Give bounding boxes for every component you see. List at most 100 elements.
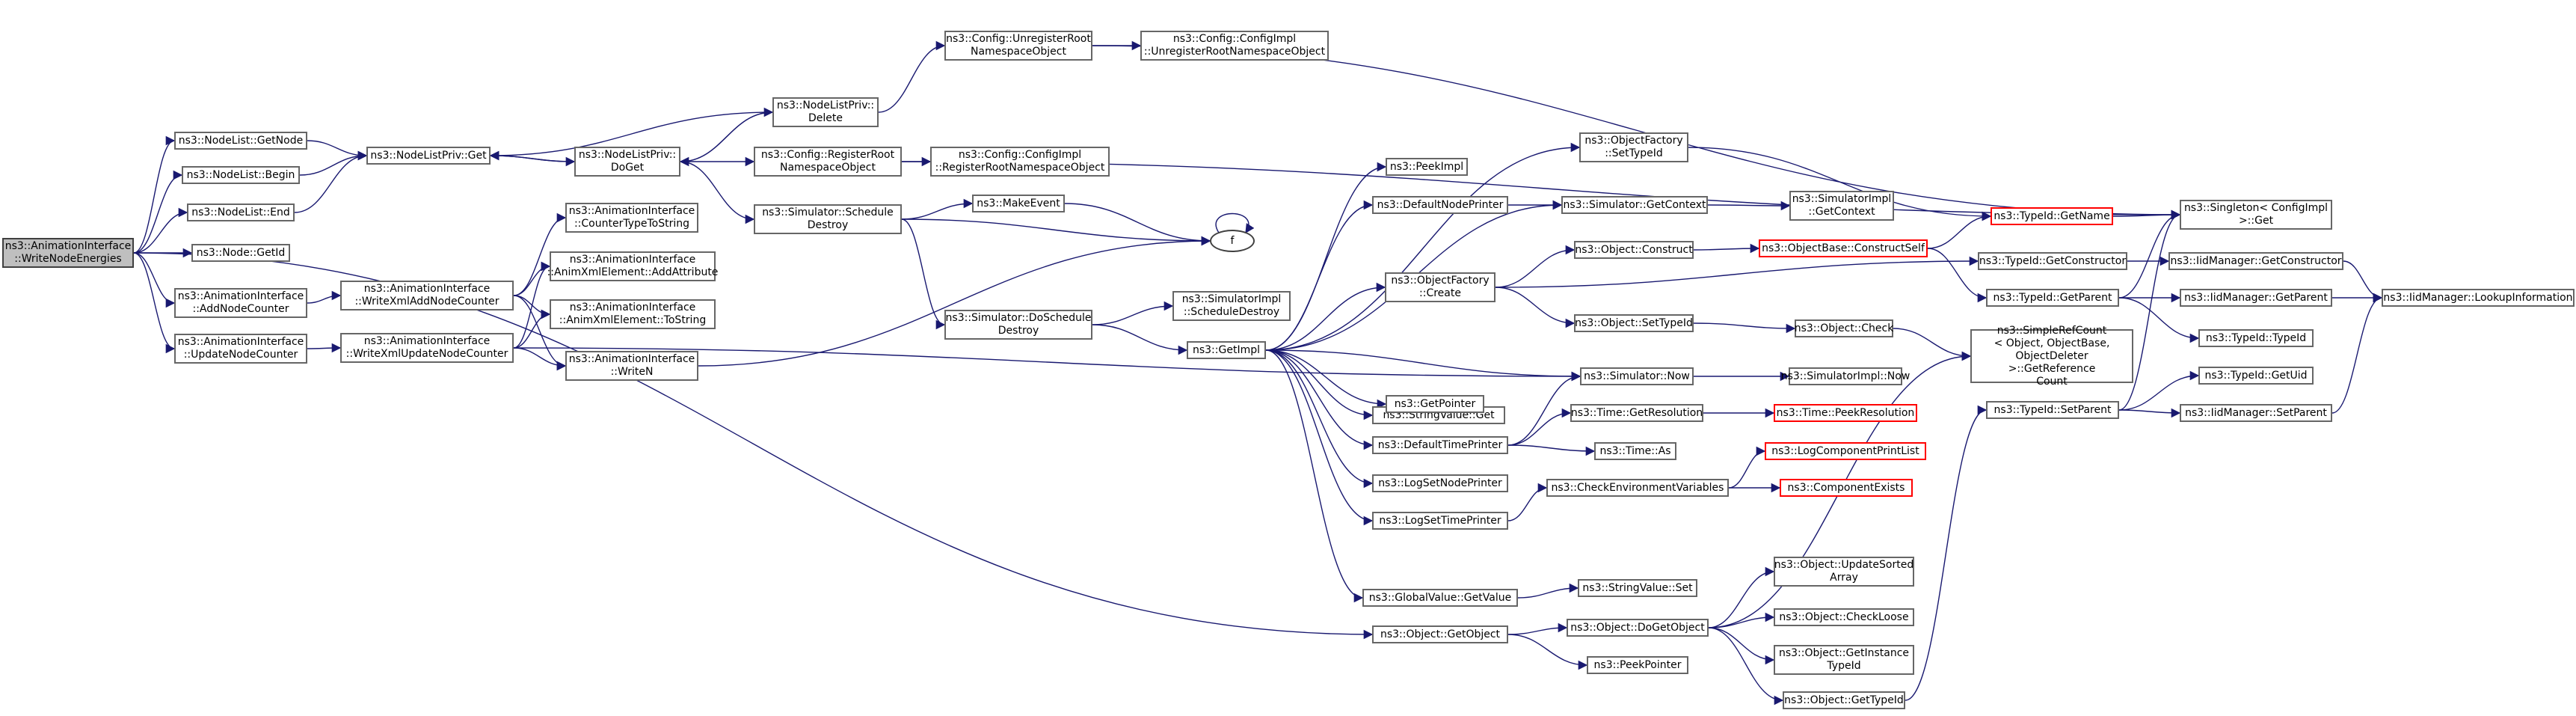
node-compexists[interactable]: ns3::ComponentExists (1780, 479, 1913, 497)
edge-ai-writen-to-f (698, 236, 1211, 367)
node-node-getid[interactable]: ns3::Node::GetId (191, 244, 290, 262)
node-ai-updatenode[interactable]: ns3::AnimationInterface ::UpdateNodeCoun… (174, 334, 307, 364)
edge-sim-schedule-to-sim-doschedule (901, 218, 946, 330)
node-nl-getnode[interactable]: ns3::NodeList::GetNode (174, 132, 307, 150)
node-deftimeprinter[interactable]: ns3::DefaultTimePrinter (1372, 436, 1508, 454)
node-typeid-getparent[interactable]: ns3::TypeId::GetParent (1986, 289, 2119, 307)
edge-deftimeprinter-to-time-as (1507, 444, 1596, 456)
node-cfg-reg[interactable]: ns3::Config::RegisterRoot NamespaceObjec… (754, 147, 902, 177)
edge-obj-dogetobject-to-obj-updatesorted (1708, 566, 1775, 628)
node-cfgimpl-reg[interactable]: ns3::Config::ConfigImpl ::RegisterRootNa… (930, 147, 1110, 177)
edge-root-to-nl-begin (133, 170, 183, 254)
node-ai-tostring[interactable]: ns3::AnimationInterface ::AnimXmlElement… (550, 299, 716, 329)
node-obj-settypeid[interactable]: ns3::Object::SetTypeId (1574, 314, 1694, 332)
node-obj-check[interactable]: ns3::Object::Check (1795, 319, 1893, 337)
edge-obj-dogetobject-to-obj-getinstancetypeid (1708, 627, 1775, 665)
edge-getimpl-to-defnodeprinter (1265, 200, 1374, 351)
node-ai-wxaddnode[interactable]: ns3::AnimationInterface ::WriteXmlAddNod… (340, 281, 514, 310)
node-obj-checkloose[interactable]: ns3::Object::CheckLoose (1774, 608, 1914, 626)
node-objfactory-settypeid[interactable]: ns3::ObjectFactory ::SetTypeId (1579, 132, 1688, 162)
node-iidmgr-setparent[interactable]: ns3::IidManager::SetParent (2180, 404, 2332, 422)
node-obj-gettypeid[interactable]: ns3::Object::GetTypeId (1783, 691, 1905, 709)
edge-sim-schedule-to-f (901, 218, 1211, 246)
node-obj-construct[interactable]: ns3::Object::Construct (1574, 241, 1694, 259)
node-obj-getobject[interactable]: ns3::Object::GetObject (1372, 625, 1508, 643)
node-f[interactable]: f (1210, 230, 1255, 252)
edge-getimpl-to-deftimeprinter (1265, 349, 1374, 450)
node-sim-now[interactable]: ns3::Simulator::Now (1580, 367, 1694, 385)
node-time-getres[interactable]: ns3::Time::GetResolution (1570, 404, 1703, 422)
node-cfg-unreg[interactable]: ns3::Config::UnregisterRoot NamespaceObj… (944, 31, 1092, 61)
node-simimpl-now[interactable]: ns3::SimulatorImpl::Now (1781, 367, 1910, 385)
node-ai-wxupdatenode[interactable]: ns3::AnimationInterface ::WriteXmlUpdate… (340, 333, 514, 363)
node-time-as[interactable]: ns3::Time::As (1594, 442, 1676, 460)
node-typeid-getname[interactable]: ns3::TypeId::GetName (1991, 207, 2113, 225)
edge-makeevent-to-f (1064, 203, 1211, 246)
edge-f-to-f (1215, 212, 1255, 234)
node-obj-dogetobject[interactable]: ns3::Object::DoGetObject (1567, 619, 1709, 637)
node-nlp-delete[interactable]: ns3::NodeListPriv:: Delete (772, 97, 879, 127)
node-typeid-getuid[interactable]: ns3::TypeId::GetUid (2198, 367, 2314, 385)
edge-cfg-unreg-to-singleton-get (1092, 45, 2181, 220)
edge-globalvalue-getvalue-to-stringvalue-set (1517, 583, 1579, 599)
edge-nlp-doget-to-nlp-get (489, 150, 575, 162)
node-typeid-setparent[interactable]: ns3::TypeId::SetParent (1986, 401, 2119, 419)
node-stringvalue-set[interactable]: ns3::StringValue::Set (1578, 579, 1697, 597)
edge-getimpl-to-objfactory-create (1265, 282, 1386, 351)
node-iidmgr-getconstructor[interactable]: ns3::IidManager::GetConstructor (2168, 252, 2343, 270)
edge-deftimeprinter-to-sim-now (1507, 371, 1581, 446)
node-typeid-getconstructor[interactable]: ns3::TypeId::GetConstructor (1978, 252, 2127, 270)
edge-checkenv-to-logcompprintlist (1728, 446, 1766, 489)
node-makeevent[interactable]: ns3::MakeEvent (972, 195, 1065, 212)
edge-root-to-ai-addnode (133, 252, 176, 308)
node-checkenv[interactable]: ns3::CheckEnvironmentVariables (1546, 479, 1729, 497)
edge-logsettimeprinter-to-checkenv (1507, 483, 1548, 521)
node-ai-addnode[interactable]: ns3::AnimationInterface ::AddNodeCounter (174, 288, 307, 318)
edge-typeid-getparent-to-singleton-get (2118, 209, 2181, 299)
node-nlp-get[interactable]: ns3::NodeListPriv::Get (366, 147, 491, 165)
node-getimpl[interactable]: ns3::GetImpl (1187, 341, 1266, 359)
edge-root-to-ai-updatenode (133, 252, 176, 354)
edge-iidmgr-getconstructor-to-iidmgr-lookupinfo (2343, 260, 2383, 303)
node-nlp-doget[interactable]: ns3::NodeListPriv:: DoGet (574, 147, 680, 177)
node-peekimpl[interactable]: ns3::PeekImpl (1386, 158, 1468, 176)
edge-iidmgr-setparent-to-iidmgr-lookupinfo (2331, 293, 2383, 414)
node-sim-getcontext[interactable]: ns3::Simulator::GetContext (1561, 196, 1708, 214)
node-obj-getinstancetypeid[interactable]: ns3::Object::GetInstance TypeId (1774, 645, 1914, 675)
node-nl-end[interactable]: ns3::NodeList::End (187, 204, 295, 221)
node-globalvalue-getvalue[interactable]: ns3::GlobalValue::GetValue (1362, 589, 1518, 607)
node-logcompprintlist[interactable]: ns3::LogComponentPrintList (1765, 442, 1926, 460)
node-obj-updatesorted[interactable]: ns3::Object::UpdateSorted Array (1774, 557, 1914, 587)
node-simimpl-getcontext[interactable]: ns3::SimulatorImpl ::GetContext (1789, 191, 1894, 221)
node-typeid-typeid[interactable]: ns3::TypeId::TypeId (2198, 329, 2314, 347)
node-peekpointer[interactable]: ns3::PeekPointer (1587, 656, 1688, 674)
edge-obj-dogetobject-to-obj-checkloose (1708, 612, 1775, 628)
node-iidmgr-getparent[interactable]: ns3::IidManager::GetParent (2180, 289, 2332, 307)
node-time-peekres[interactable]: ns3::Time::PeekResolution (1774, 404, 1917, 422)
node-ai-countertype[interactable]: ns3::AnimationInterface ::CounterTypeToS… (565, 203, 698, 233)
node-ai-addattr[interactable]: ns3::AnimationInterface ::AnimXmlElement… (547, 251, 718, 281)
edge-ai-wxupdatenode-to-sim-now (513, 347, 1581, 382)
edge-obj-settypeid-to-obj-check (1693, 322, 1796, 334)
node-simimpl-schedule[interactable]: ns3::SimulatorImpl ::ScheduleDestroy (1172, 291, 1291, 321)
node-defnodeprinter[interactable]: ns3::DefaultNodePrinter (1372, 196, 1508, 214)
node-logsetnodeprinter[interactable]: ns3::LogSetNodePrinter (1372, 474, 1508, 492)
node-objbase-constructself[interactable]: ns3::ObjectBase::ConstructSelf (1759, 239, 1928, 257)
node-objfactory-create[interactable]: ns3::ObjectFactory ::Create (1385, 272, 1496, 302)
node-sim-schedule[interactable]: ns3::Simulator::Schedule Destroy (754, 204, 902, 234)
node-iidmgr-lookupinfo[interactable]: ns3::IidManager::LookupInformation (2382, 289, 2575, 307)
node-logsettimeprinter[interactable]: ns3::LogSetTimePrinter (1372, 512, 1508, 530)
edge-getimpl-to-logsetnodeprinter (1265, 349, 1374, 489)
edge-sim-doschedule-to-getimpl (1092, 324, 1188, 355)
node-simplerefcount[interactable]: ns3::SimpleRefCount < Object, ObjectBase… (1970, 325, 2133, 388)
node-getpointer[interactable]: ns3::GetPointer (1386, 395, 1484, 413)
node-sim-doschedule[interactable]: ns3::Simulator::DoSchedule Destroy (944, 310, 1092, 340)
edge-root-to-nl-end (133, 207, 188, 254)
edge-nlp-delete-to-nlp-get (489, 111, 773, 161)
edge-deftimeprinter-to-time-getres (1507, 408, 1572, 446)
node-cfgimpl-unreg[interactable]: ns3::Config::ConfigImpl ::UnregisterRoot… (1140, 31, 1329, 61)
node-nl-begin[interactable]: ns3::NodeList::Begin (182, 166, 300, 184)
edge-objfactory-create-to-obj-settypeid (1495, 287, 1576, 328)
node-singleton-get[interactable]: ns3::Singleton< ConfigImpl >::Get (2180, 200, 2332, 230)
node-ai-writen[interactable]: ns3::AnimationInterface ::WriteN (565, 351, 698, 381)
